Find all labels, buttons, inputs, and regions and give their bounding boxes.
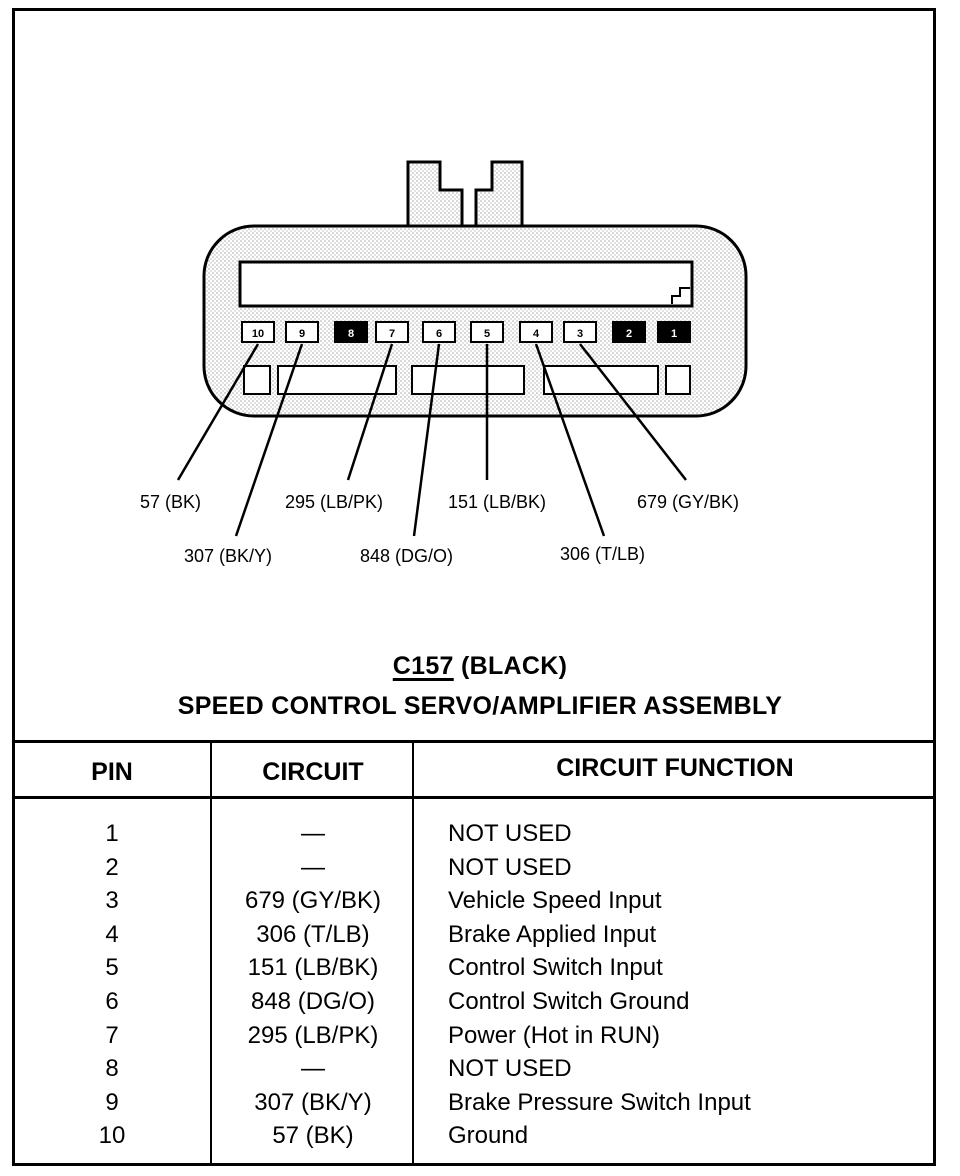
- pin-cell: 10: [98, 1122, 126, 1150]
- pin-cell: 6: [105, 988, 119, 1015]
- wire-848: [412, 343, 441, 537]
- connector-color: (BLACK): [460, 652, 568, 680]
- pin-3: 3: [563, 321, 597, 343]
- circuit-cell: 295 (LB/PK): [247, 1021, 379, 1049]
- assembly-title: SPEED CONTROL SERVO/AMPLIFIER ASSEMBLY: [177, 692, 783, 720]
- connector-keys: [243, 365, 691, 395]
- table-row: 6 848 (DG/O) Control Switch Ground: [0, 988, 960, 1022]
- wire-295: [346, 343, 394, 481]
- circuit-cell: 57 (BK): [272, 1122, 354, 1150]
- circuit-cell: 307 (BK/Y): [254, 1088, 372, 1116]
- header-circuit: CIRCUIT: [262, 758, 364, 786]
- pin-cell: 1: [105, 820, 119, 847]
- wire-57: [176, 343, 260, 481]
- connector-latch: [406, 160, 524, 230]
- connector-diagram: 10 9 8 7 6 5 4 3 2 1 57 (BK) 307 (BK/Y) 295 (LB/P…: [140, 160, 748, 566]
- wire-label-57: 57 (BK): [140, 492, 201, 512]
- function-cell: Power (Hot in RUN): [448, 1021, 661, 1049]
- function-cell: Brake Pressure Switch Input: [448, 1088, 751, 1116]
- wire-label-306: 306 (T/LB): [560, 544, 645, 564]
- pin-cell: 9: [105, 1088, 119, 1116]
- table-row: 9 307 (BK/Y) Brake Pressure Switch Input: [0, 1089, 960, 1123]
- pin-number: 6: [436, 328, 442, 340]
- function-cell: Control Switch Ground: [448, 988, 690, 1015]
- pin-6: 6: [422, 321, 456, 343]
- pin-7: 7: [375, 321, 409, 343]
- table-divider-1: [210, 741, 212, 1165]
- function-cell: NOT USED: [448, 853, 572, 881]
- connector-id: C157: [392, 652, 454, 680]
- table-row: 7 295 (LB/PK) Power (Hot in RUN): [0, 1022, 960, 1056]
- function-cell: Control Switch Input: [448, 954, 663, 982]
- pin-8: 8: [334, 321, 368, 343]
- pin-4: 4: [519, 321, 553, 343]
- connector-slot: [238, 260, 694, 308]
- function-cell: NOT USED: [448, 820, 572, 847]
- pin-cell: 2: [105, 853, 119, 881]
- pin-10: 10: [241, 321, 275, 343]
- wire-306: [534, 343, 606, 537]
- pin-cell: 8: [105, 1055, 119, 1083]
- pin-number: 8: [348, 328, 354, 340]
- table-row: 8 — NOT USED: [0, 1055, 960, 1089]
- pin-number: 2: [626, 328, 632, 340]
- wire-307: [234, 343, 304, 537]
- table-row: 1 — NOT USED: [0, 820, 960, 854]
- wire-label-307: 307 (BK/Y): [184, 546, 272, 566]
- circuit-cell: 679 (GY/BK): [244, 887, 382, 915]
- circuit-cell: —: [301, 853, 325, 881]
- function-cell: Brake Applied Input: [448, 920, 657, 948]
- circuit-cell: 848 (DG/O): [250, 988, 376, 1015]
- table-row: 5 151 (LB/BK) Control Switch Input: [0, 954, 960, 988]
- pin-number: 3: [577, 328, 583, 340]
- connector-title: C157 (BLACK): [0, 652, 960, 681]
- pin-cell: 3: [105, 887, 119, 915]
- diagram-frame: [12, 8, 936, 1166]
- table-header-rule: [12, 796, 936, 799]
- table-divider-2: [412, 741, 414, 1165]
- pin-number: 10: [252, 328, 264, 340]
- table-row: 3 679 (GY/BK) Vehicle Speed Input: [0, 887, 960, 921]
- table-row: 10 57 (BK) Ground: [0, 1122, 960, 1156]
- pin-5: 5: [470, 321, 504, 343]
- pin-number: 4: [533, 328, 540, 340]
- pin-cell: 5: [105, 954, 119, 982]
- pin-cell: 4: [105, 920, 119, 948]
- pin-number: 1: [671, 328, 677, 340]
- pin-9: 9: [285, 321, 319, 343]
- table-row: 4 306 (T/LB) Brake Applied Input: [0, 921, 960, 955]
- table-row: 2 — NOT USED: [0, 854, 960, 888]
- circuit-cell: —: [301, 820, 325, 847]
- function-cell: NOT USED: [448, 1055, 572, 1083]
- wire-label-295: 295 (LB/PK): [285, 492, 383, 512]
- pin-2: 2: [612, 321, 646, 343]
- pin-number: 7: [389, 328, 395, 340]
- header-circuit-function: CIRCUIT FUNCTION: [556, 754, 794, 782]
- pin-cell: 7: [105, 1021, 119, 1049]
- wire-label-848: 848 (DG/O): [360, 546, 453, 566]
- function-cell: Ground: [448, 1122, 529, 1150]
- pin-1: 1: [657, 321, 691, 343]
- wire-label-151: 151 (LB/BK): [448, 492, 546, 512]
- function-cell: Vehicle Speed Input: [448, 887, 662, 915]
- circuit-cell: 151 (LB/BK): [247, 954, 379, 982]
- pin-number: 5: [484, 328, 490, 340]
- wire-679: [579, 343, 687, 481]
- circuit-cell: 306 (T/LB): [256, 920, 370, 948]
- circuit-cell: —: [301, 1055, 325, 1083]
- table-top-rule: [12, 740, 936, 743]
- pin-number: 9: [299, 328, 305, 340]
- wire-label-679: 679 (GY/BK): [637, 492, 739, 512]
- header-pin: PIN: [91, 758, 133, 786]
